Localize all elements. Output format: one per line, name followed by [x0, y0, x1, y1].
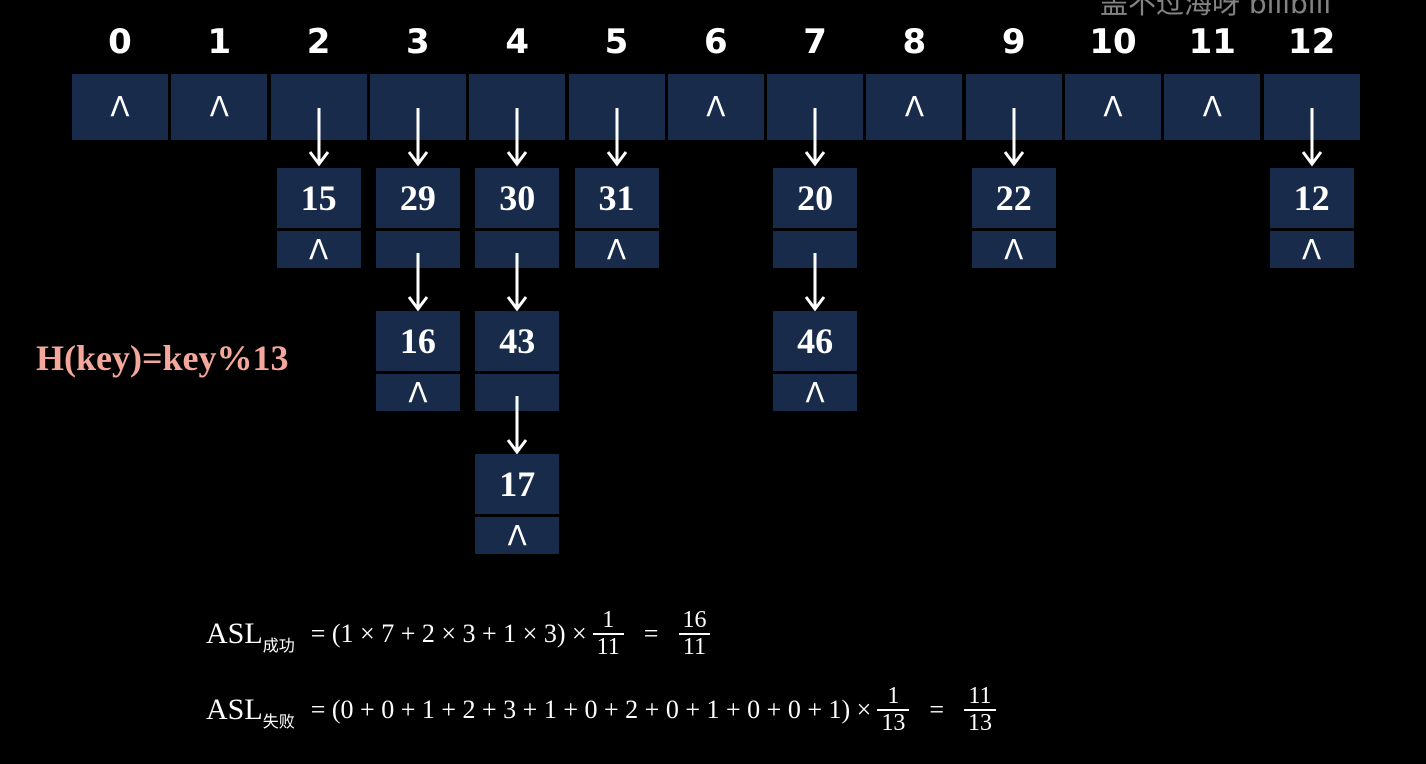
- pointer-arrow-icon: [407, 108, 429, 167]
- null-pointer-symbol: Λ: [309, 232, 329, 266]
- bucket-slot-10: Λ: [1065, 74, 1161, 140]
- chain-node-next: Λ: [375, 374, 460, 411]
- asl-fail-frac-num: 1: [887, 682, 900, 709]
- bucket-index-2: 2: [306, 22, 331, 62]
- pointer-arrow-icon: [804, 253, 826, 312]
- asl-success-equals: =: [643, 619, 659, 648]
- null-pointer-symbol: Λ: [1202, 90, 1222, 123]
- null-pointer-symbol: Λ: [606, 232, 627, 266]
- pointer-arrow-icon: [606, 108, 627, 167]
- pointer-arrow-icon: [506, 396, 528, 455]
- hash-function-label: H(key)=key%13: [36, 338, 289, 378]
- bucket-index-11: 11: [1188, 22, 1236, 62]
- pointer-arrow-icon: [804, 108, 826, 167]
- bucket-slot-8: Λ: [866, 74, 963, 140]
- asl-success-subscript: 成功: [262, 636, 295, 655]
- chain-node: 30: [475, 168, 560, 268]
- chain-node-next: Λ: [773, 374, 858, 411]
- pointer-arrow-icon: [407, 253, 429, 312]
- null-pointer-symbol: Λ: [507, 518, 527, 552]
- chain-node-key: 16: [375, 311, 460, 371]
- null-pointer-symbol: Λ: [805, 375, 825, 409]
- asl-fail-expression: = (0 + 0 + 1 + 2 + 3 + 1 + 0 + 2 + 0 + 1…: [310, 695, 872, 724]
- asl-fail-frac-den: 13: [877, 709, 910, 736]
- chain-node-key: 43: [475, 311, 560, 371]
- pointer-arrow-icon: [308, 108, 329, 167]
- chain-node: 20: [773, 168, 858, 268]
- asl-fail-result-num: 11: [968, 682, 992, 709]
- bucket-index-6: 6: [703, 22, 728, 62]
- chain-node-next: Λ: [276, 231, 361, 268]
- asl-fail-label: ASL: [206, 693, 263, 726]
- bucket-index-12: 12: [1287, 22, 1336, 62]
- chain-node-next: Λ: [971, 231, 1056, 268]
- chain-node-key: 30: [475, 168, 560, 228]
- chain-node-next: Λ: [1269, 231, 1354, 268]
- chain-node-key: 29: [375, 168, 460, 228]
- bucket-index-10: 10: [1089, 22, 1137, 62]
- pointer-arrow-icon: [506, 108, 528, 167]
- null-pointer-symbol: Λ: [706, 90, 726, 123]
- chain-node: 29: [375, 168, 460, 268]
- asl-success-expression: = (1 × 7 + 2 × 3 + 1 × 3) ×: [310, 619, 587, 648]
- bucket-index-1: 1: [207, 22, 232, 62]
- asl-success-result-num: 16: [682, 606, 707, 633]
- bucket-slot-0: Λ: [72, 74, 168, 140]
- chain-node-key: 22: [971, 168, 1056, 228]
- chain-node-key: 15: [276, 168, 361, 228]
- bucket-slot-6: Λ: [667, 74, 764, 140]
- pointer-arrow-icon: [1301, 108, 1322, 167]
- bucket-slot-1: Λ: [171, 74, 268, 140]
- bucket-index-3: 3: [406, 22, 430, 62]
- bucket-index-8: 8: [902, 22, 927, 62]
- chain-node-key: 20: [773, 168, 858, 228]
- null-pointer-symbol: Λ: [408, 375, 428, 409]
- chain-node-key: 31: [574, 168, 659, 228]
- bucket-index-9: 9: [1001, 22, 1026, 62]
- bucket-index-7: 7: [803, 22, 827, 62]
- bucket-index-5: 5: [604, 22, 629, 62]
- asl-fail-result-den: 13: [963, 709, 996, 736]
- null-pointer-symbol: Λ: [904, 90, 924, 123]
- pointer-arrow-icon: [1003, 108, 1024, 167]
- bucket-slot-11: Λ: [1164, 74, 1261, 140]
- null-pointer-symbol: Λ: [1103, 90, 1123, 123]
- pointer-arrow-icon: [506, 253, 528, 312]
- null-pointer-symbol: Λ: [1004, 232, 1024, 266]
- asl-success-label: ASL: [206, 617, 263, 650]
- asl-fail-subscript: 失败: [262, 712, 295, 731]
- chain-node-key: 17: [475, 454, 560, 514]
- watermark: 盖不过海呀 bilibili: [1100, 0, 1332, 20]
- asl-fail-equals: =: [929, 695, 944, 724]
- null-pointer-symbol: Λ: [1302, 232, 1322, 266]
- bucket-index-4: 4: [505, 22, 530, 62]
- asl-success-frac-den: 11: [592, 633, 624, 660]
- asl-success-result-den: 11: [678, 633, 710, 660]
- null-pointer-symbol: Λ: [110, 90, 130, 123]
- chain-node-key: 12: [1269, 168, 1354, 228]
- chain-node-next: Λ: [574, 231, 659, 268]
- null-pointer-symbol: Λ: [209, 90, 229, 123]
- chain-node-key: 46: [773, 311, 858, 371]
- chain-node-next: Λ: [475, 517, 560, 554]
- bucket-index-0: 0: [108, 22, 132, 62]
- asl-success-frac-num: 1: [602, 606, 615, 633]
